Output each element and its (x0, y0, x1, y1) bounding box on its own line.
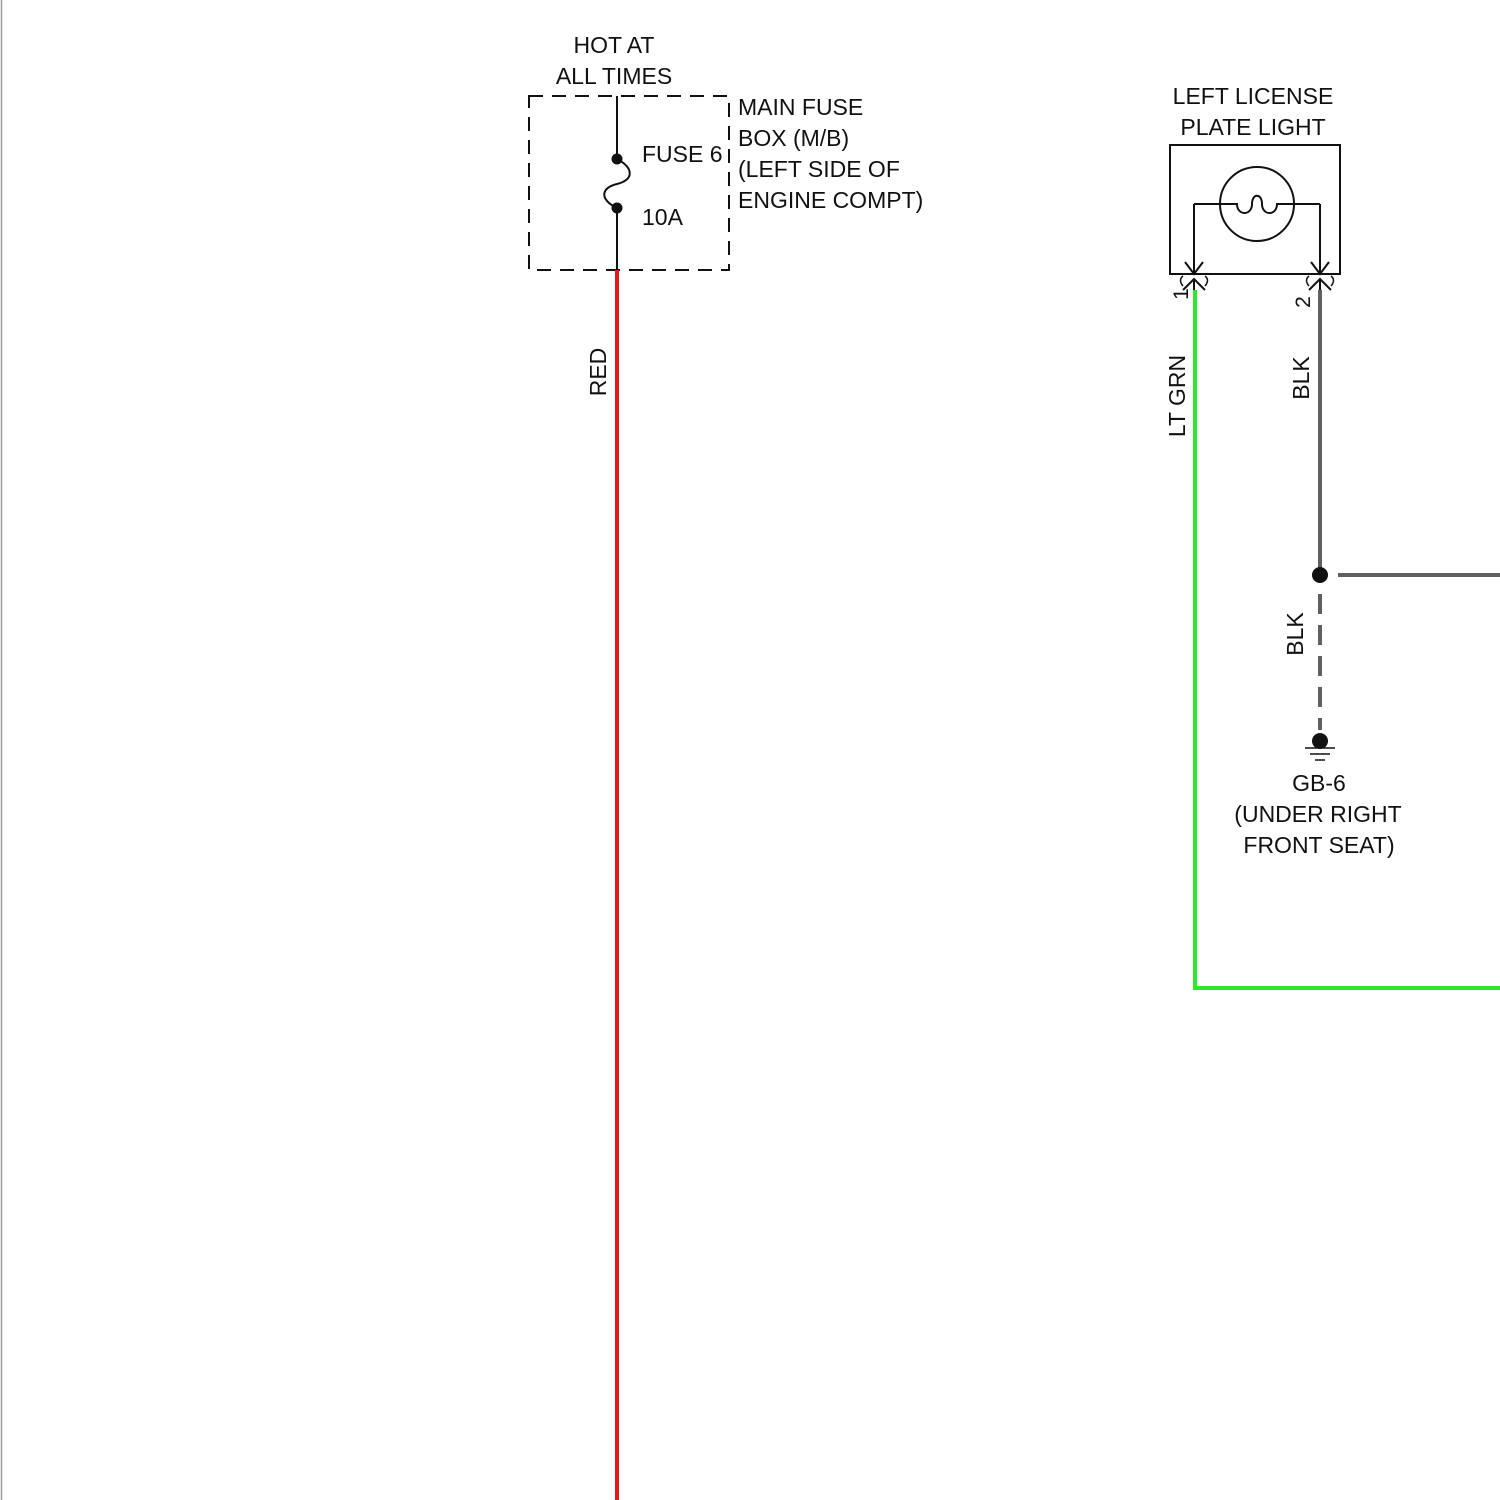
license-light-line2: PLATE LIGHT (1180, 114, 1325, 140)
fuse-name: FUSE 6 (642, 141, 723, 167)
power-source: HOT AT ALL TIMES (556, 32, 672, 89)
fuse-rating: 10A (642, 204, 684, 230)
fuse-box-outline (529, 96, 729, 270)
license-light-housing (1170, 145, 1340, 274)
power-source-line2: ALL TIMES (556, 63, 672, 89)
fuse-box-line4: ENGINE COMPT) (738, 187, 923, 213)
fuse-box-line1: MAIN FUSE (738, 94, 863, 120)
red-wire-label: RED (585, 348, 611, 397)
license-plate-light: LEFT LICENSE PLATE LIGHT 1 2 (1170, 83, 1340, 308)
blk-wire-upper-label: BLK (1288, 356, 1314, 400)
main-fuse-box: FUSE 6 10A MAIN FUSE BOX (M/B) (LEFT SID… (529, 94, 923, 270)
lt-grn-wire (1195, 290, 1500, 988)
ground-line2: (UNDER RIGHT (1234, 801, 1401, 827)
ground-id: GB-6 (1292, 770, 1346, 796)
fuse-box-line2: BOX (M/B) (738, 125, 849, 151)
fuse-icon (604, 159, 630, 208)
splice-dot (1312, 567, 1328, 583)
power-source-line1: HOT AT (574, 32, 655, 58)
lt-grn-wire-label: LT GRN (1164, 355, 1190, 437)
pin2-label: 2 (1292, 296, 1315, 308)
ground-gb6: GB-6 (UNDER RIGHT FRONT SEAT) (1234, 733, 1401, 858)
ground-line3: FRONT SEAT) (1243, 832, 1394, 858)
bulb-filament-icon (1194, 196, 1320, 213)
ground-dot (1312, 733, 1328, 749)
fuse-box-line3: (LEFT SIDE OF (738, 156, 900, 182)
license-light-line1: LEFT LICENSE (1173, 83, 1334, 109)
pin1-label: 1 (1170, 288, 1193, 300)
blk-wire-lower-label: BLK (1282, 612, 1308, 656)
